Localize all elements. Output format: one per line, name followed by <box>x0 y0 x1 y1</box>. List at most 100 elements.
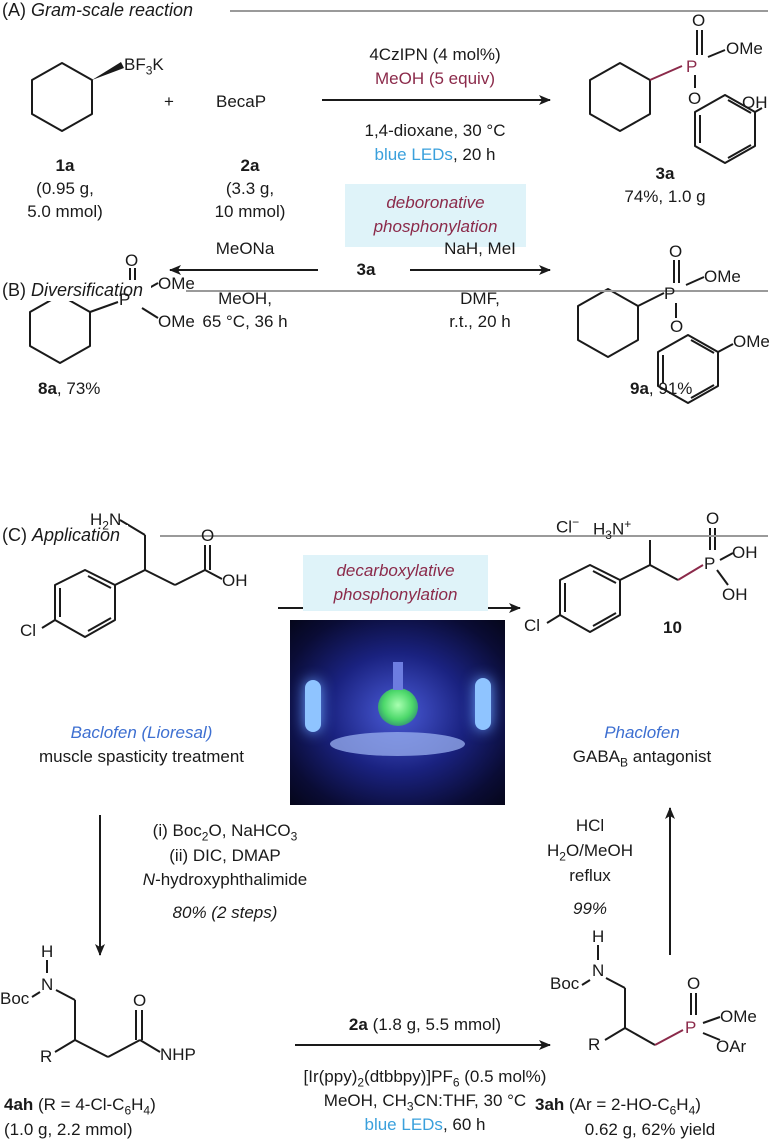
phosphonylation-text-c: phosphonylation <box>333 585 458 604</box>
phaclofen-p: P <box>704 554 716 573</box>
4ah-boc: Boc <box>0 989 30 1008</box>
phaclofen-cl: Cl <box>524 616 541 635</box>
8a-p: P <box>119 290 131 309</box>
section-c-rule <box>160 535 768 537</box>
photo-flask-neck <box>393 662 403 690</box>
3ah-r: R <box>588 1035 601 1054</box>
becap-label: BecaP <box>216 92 267 111</box>
bottom-light-text: blue LEDs, 60 h <box>364 1115 486 1134</box>
4ah-h: H <box>41 942 54 961</box>
compound-1a-mmol: 5.0 mmol) <box>27 202 103 221</box>
8a-ome-1: OMe <box>158 274 195 293</box>
wedge-1a <box>92 62 124 80</box>
light-text: blue LEDs, 20 h <box>374 145 496 164</box>
step-i-text: (i) Boc2O, NaHCO3 <box>152 821 298 844</box>
compound-10-id: 10 <box>663 618 682 637</box>
baclofen-oh: OH <box>222 571 248 590</box>
deboronative-text: deboronative <box>386 193 485 212</box>
center-3a: 3a <box>356 260 376 279</box>
meoh-text: MeOH, <box>218 289 272 308</box>
compound-8a-label: 8a, 73% <box>38 379 101 398</box>
compound-4ah-amount: (1.0 g, 2.2 mmol) <box>4 1120 133 1139</box>
ir-catalyst-text: [Ir(ppy)2(dtbbpy)]PF6 (0.5 mol%) <box>303 1067 547 1090</box>
9a-oxo: O <box>669 242 683 261</box>
photo-dish <box>330 732 465 756</box>
phosphonylation-text-a: phosphonylation <box>373 217 498 236</box>
compound-3ah-yield: 0.62 g, 62% yield <box>584 1120 716 1139</box>
3ah-oxo: O <box>687 974 701 993</box>
compound-3a-id: 3a <box>655 164 675 183</box>
dmf-text: DMF, <box>460 289 500 308</box>
9a-ome-2: OMe <box>733 332 770 351</box>
3ah-h: H <box>592 927 605 946</box>
reflux-text: reflux <box>569 866 611 885</box>
compound-2a-amount: (3.3 g, <box>225 179 275 198</box>
baclofen-name: Baclofen (Lioresal) <box>70 723 213 742</box>
highlight-box-a <box>345 184 526 247</box>
photo-led-right <box>475 678 491 730</box>
baclofen-cl: Cl <box>20 621 37 640</box>
cyclohexane-1a <box>31 62 93 132</box>
compound-3ah-label: 3ah (Ar = 2-HO-C6H4) <box>535 1095 701 1118</box>
baclofen-amine: H2N <box>90 510 122 533</box>
compound-2a-mmol: 10 mmol) <box>214 202 286 221</box>
step-ii-text: (ii) DIC, DMAP <box>169 846 281 865</box>
phaclofen-name: Phaclofen <box>604 723 680 742</box>
photo-led-left <box>305 680 321 732</box>
phaclofen-oh-2: OH <box>722 585 748 604</box>
phaclofen-oh-1: OH <box>732 543 758 562</box>
plus-sign: + <box>164 92 174 111</box>
compound-1a-id: 1a <box>55 156 75 175</box>
bottom-solvent-text: MeOH, CH3CN:THF, 30 °C <box>323 1091 527 1114</box>
temp-time-left: 65 °C, 36 h <box>202 312 288 331</box>
phaclofen-desc: GABAB antagonist <box>572 747 712 770</box>
3ah-boc: Boc <box>550 974 580 993</box>
hcl-text: HCl <box>575 816 605 835</box>
temp-time-right: r.t., 20 h <box>449 312 511 331</box>
3a-ome: OMe <box>726 39 763 58</box>
section-b-rule <box>186 290 768 292</box>
3a-oxo: O <box>692 11 706 30</box>
8a-ome-2: OMe <box>158 312 195 331</box>
chloride-ion: Cl− <box>556 515 580 537</box>
highlight-box-c <box>303 555 488 611</box>
compound-2a-id: 2a <box>240 156 260 175</box>
decarboxylative-text: decarboxylative <box>336 561 455 580</box>
3a-o-ester: O <box>688 89 702 108</box>
4ah-nhp: NHP <box>160 1045 196 1064</box>
section-b-header: (B) Diversification <box>2 280 152 301</box>
step-left-yield: 80% (2 steps) <box>172 903 278 922</box>
3ah-n: N <box>592 961 605 980</box>
9a-o-ester: O <box>670 317 684 336</box>
section-a-rule <box>230 10 768 12</box>
compound-9a-label: 9a, 91% <box>630 379 693 398</box>
bf3k-label: BF3K <box>124 55 164 78</box>
4ah-r: R <box>40 1047 53 1066</box>
baclofen-desc: muscle spasticity treatment <box>38 747 244 766</box>
reactor-photo <box>290 620 505 805</box>
8a-oxo: O <box>125 251 139 270</box>
solvent-text: 1,4-dioxane, 30 °C <box>364 121 506 140</box>
meona-text: MeONa <box>215 239 275 258</box>
9a-ome-1: OMe <box>704 267 741 286</box>
section-c-header: (C) Application <box>2 525 129 546</box>
3ah-p: P <box>685 1018 697 1037</box>
compound-3a-yield: 74%, 1.0 g <box>624 187 706 206</box>
3ah-ome: OMe <box>720 1007 757 1026</box>
9a-p: P <box>664 284 676 303</box>
nah-mei-text: NaH, MeI <box>444 239 516 258</box>
reagent-2a-amount: 2a (1.8 g, 5.5 mmol) <box>348 1015 502 1034</box>
compound-1a-amount: (0.95 g, <box>36 179 94 198</box>
phaclofen-oxo: O <box>706 509 720 528</box>
water-meoh-text: H2O/MeOH <box>546 841 634 864</box>
3a-p: P <box>686 57 698 76</box>
ammonium: H3N+ <box>593 517 632 543</box>
baclofen-oxo: O <box>201 526 215 545</box>
photo-flask <box>378 688 418 726</box>
step-right-yield: 99% <box>572 899 608 918</box>
additive-text: MeOH (5 equiv) <box>375 69 495 88</box>
catalyst-text: 4CzIPN (4 mol%) <box>369 45 501 64</box>
section-a-header: (A) Gram-scale reaction <box>2 0 202 21</box>
